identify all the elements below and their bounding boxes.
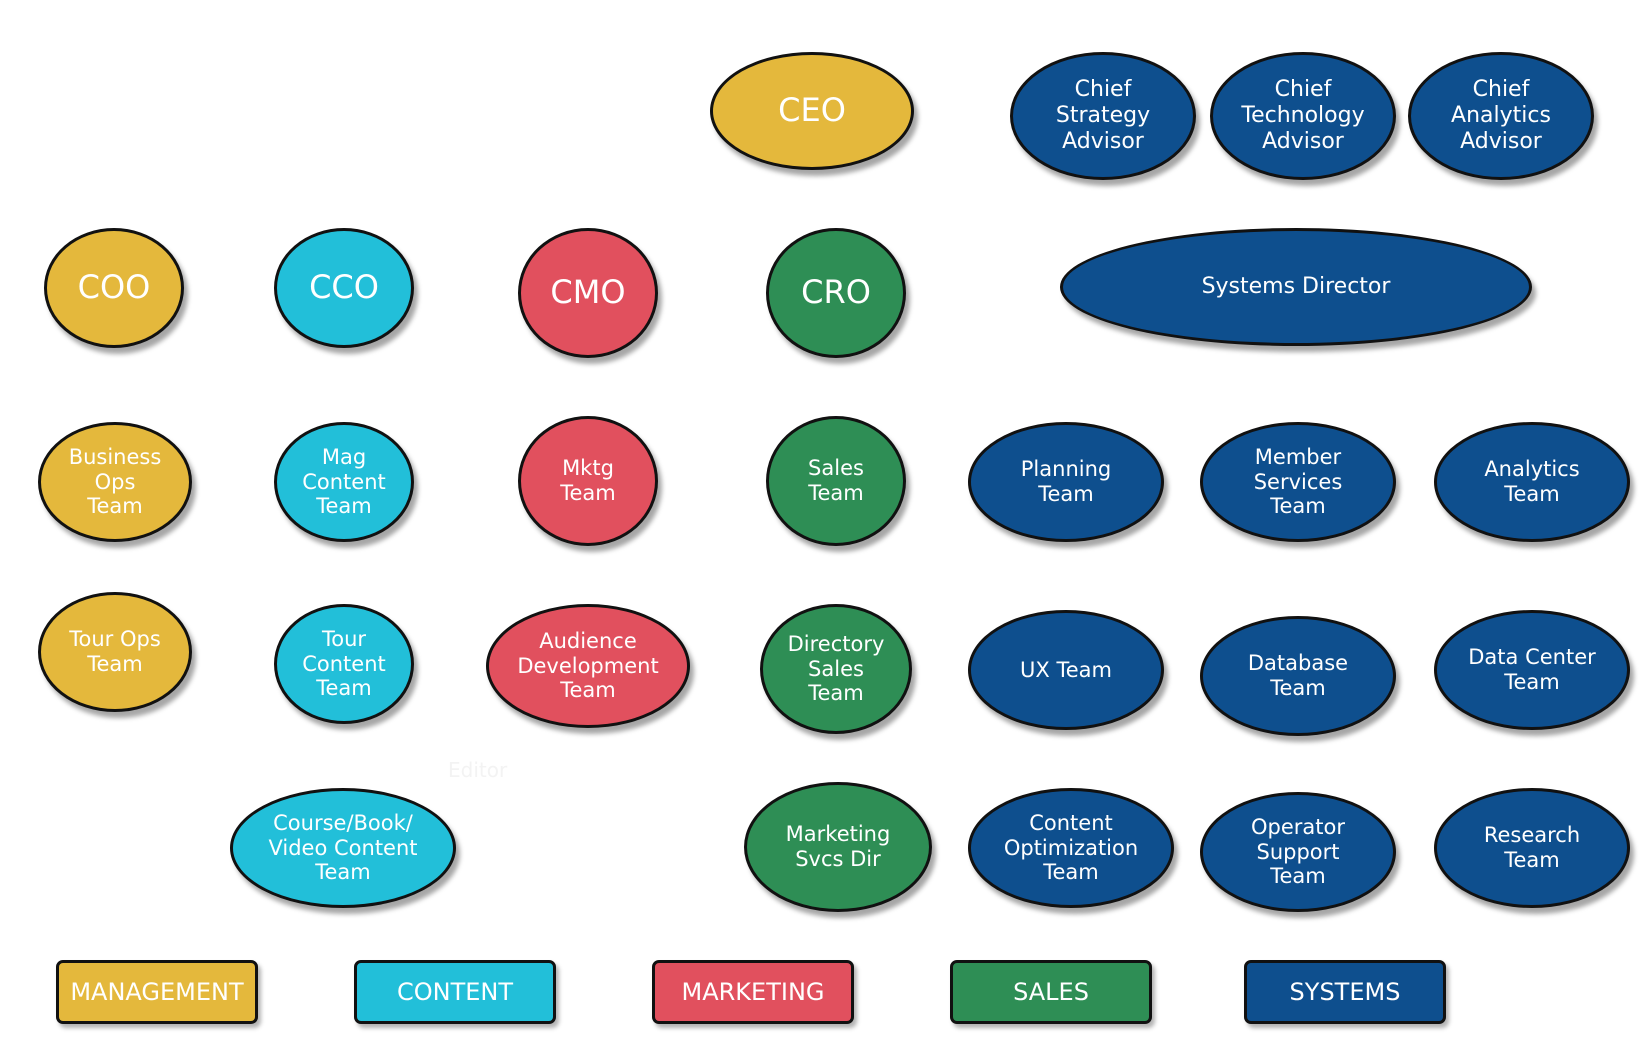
node-ux-team[interactable]: UX Team <box>968 610 1164 730</box>
node-label: CMO <box>550 273 626 312</box>
node-content-optimization-team[interactable]: Content Optimization Team <box>968 788 1174 908</box>
node-label: Content Optimization Team <box>1003 810 1139 885</box>
legend-management: MANAGEMENT <box>56 960 258 1024</box>
legend-label: MARKETING <box>681 978 825 1006</box>
node-label: Member Services Team <box>1253 444 1343 519</box>
node-label: Data Center Team <box>1468 645 1596 694</box>
node-label: CCO <box>309 268 379 307</box>
legend-label: SALES <box>1013 978 1089 1006</box>
node-label: Course/Book/ Video Content Team <box>268 810 418 885</box>
node-label: Chief Analytics Advisor <box>1451 77 1551 154</box>
legend-content: CONTENT <box>354 960 556 1024</box>
node-label: Tour Content Team <box>302 626 386 701</box>
node-cco[interactable]: CCO <box>274 228 414 348</box>
node-member-services-team[interactable]: Member Services Team <box>1200 422 1396 542</box>
node-sales-team[interactable]: Sales Team <box>766 416 906 546</box>
legend-sales: SALES <box>950 960 1152 1024</box>
node-label: Analytics Team <box>1484 457 1580 506</box>
node-label: Operator Support Team <box>1251 814 1345 889</box>
node-chief-technology-advisor[interactable]: Chief Technology Advisor <box>1210 52 1396 180</box>
node-planning-team[interactable]: Planning Team <box>968 422 1164 542</box>
node-label: COO <box>77 268 151 307</box>
node-cro[interactable]: CRO <box>766 228 906 358</box>
node-tour-ops-team[interactable]: Tour Ops Team <box>38 592 192 712</box>
node-systems-director[interactable]: Systems Director <box>1060 228 1532 346</box>
legend-systems: SYSTEMS <box>1244 960 1446 1024</box>
node-label: Systems Director <box>1201 274 1391 300</box>
node-course-book-video-content-team[interactable]: Course/Book/ Video Content Team <box>230 788 456 908</box>
node-research-team[interactable]: Research Team <box>1434 788 1630 908</box>
node-ceo[interactable]: CEO <box>710 52 914 170</box>
node-tour-content-team[interactable]: Tour Content Team <box>274 604 414 724</box>
node-label: Planning Team <box>1020 457 1112 506</box>
node-chief-strategy-advisor[interactable]: Chief Strategy Advisor <box>1010 52 1196 180</box>
node-label: Audience Development Team <box>517 628 659 703</box>
node-chief-analytics-advisor[interactable]: Chief Analytics Advisor <box>1408 52 1594 180</box>
node-audience-development-team[interactable]: Audience Development Team <box>486 604 690 728</box>
node-label: Mag Content Team <box>302 444 386 519</box>
node-label: UX Team <box>1020 657 1112 682</box>
node-label: Research Team <box>1483 823 1581 872</box>
node-coo[interactable]: COO <box>44 228 184 348</box>
node-analytics-team[interactable]: Analytics Team <box>1434 422 1630 542</box>
node-label: CEO <box>778 91 846 130</box>
node-label: Database Team <box>1247 651 1349 700</box>
node-business-ops-team[interactable]: Business Ops Team <box>38 422 192 542</box>
node-label: Mktg Team <box>560 456 616 505</box>
legend-label: SYSTEMS <box>1289 978 1401 1006</box>
node-marketing-svcs-dir[interactable]: Marketing Svcs Dir <box>744 782 932 912</box>
node-label: Directory Sales Team <box>787 631 885 706</box>
node-directory-sales-team[interactable]: Directory Sales Team <box>760 604 912 734</box>
node-operator-support-team[interactable]: Operator Support Team <box>1200 792 1396 912</box>
node-label: Sales Team <box>808 456 864 505</box>
node-label: CRO <box>801 273 871 312</box>
node-data-center-team[interactable]: Data Center Team <box>1434 610 1630 730</box>
legend-marketing: MARKETING <box>652 960 854 1024</box>
node-mag-content-team[interactable]: Mag Content Team <box>274 422 414 542</box>
node-label: Business Ops Team <box>68 444 162 519</box>
faint-editor-label: Editor <box>448 758 508 782</box>
node-label: Chief Technology Advisor <box>1241 77 1365 154</box>
legend-label: MANAGEMENT <box>70 978 244 1006</box>
node-label: Chief Strategy Advisor <box>1055 77 1151 154</box>
node-label: Marketing Svcs Dir <box>785 822 891 871</box>
node-database-team[interactable]: Database Team <box>1200 616 1396 736</box>
node-mktg-team[interactable]: Mktg Team <box>518 416 658 546</box>
node-cmo[interactable]: CMO <box>518 228 658 358</box>
legend-label: CONTENT <box>396 978 514 1006</box>
node-label: Tour Ops Team <box>69 627 161 676</box>
